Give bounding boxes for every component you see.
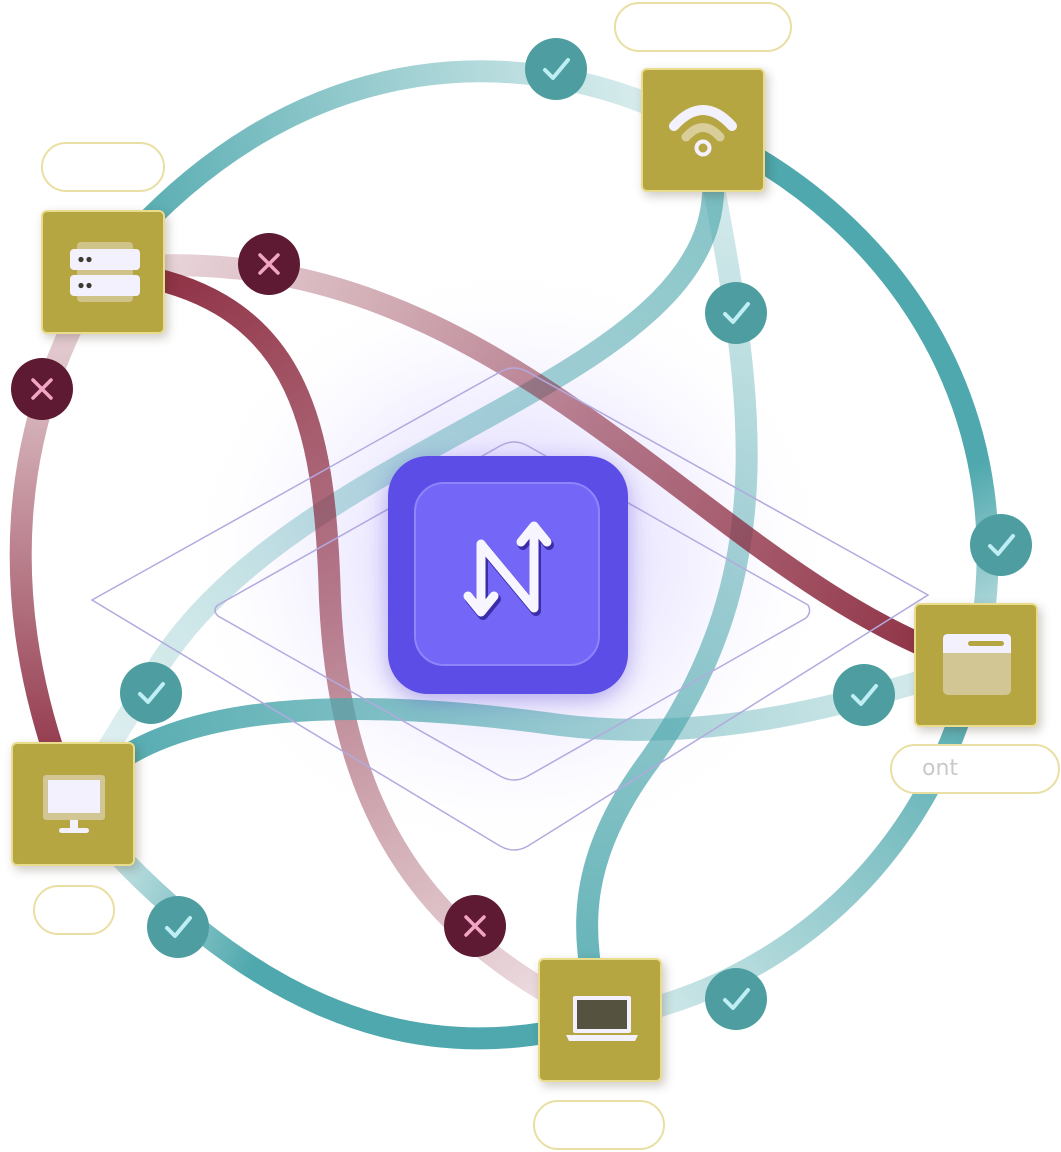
cross-icon — [258, 253, 280, 275]
check-icon — [851, 684, 878, 706]
server-label — [41, 142, 165, 192]
check-icon — [543, 58, 570, 80]
check-icon — [988, 534, 1015, 556]
cross-icon — [31, 378, 53, 400]
hub-node[interactable] — [388, 456, 628, 694]
link-wifi-desktop — [62, 119, 725, 816]
link-desktop-server — [9, 259, 114, 816]
desktop-monitor-icon — [43, 775, 105, 833]
check-icon — [723, 302, 750, 324]
wifi-label — [614, 2, 792, 52]
wifi-icon — [669, 105, 737, 157]
desktop-label — [33, 885, 115, 935]
outline-diamond-inner — [214, 441, 811, 781]
link-browser-laptop — [589, 654, 986, 1031]
server-node[interactable] — [41, 210, 165, 334]
laptop-label — [533, 1100, 665, 1150]
link-status-ok — [525, 38, 587, 100]
link-status-ok — [833, 664, 895, 726]
link-status-ok — [120, 662, 182, 724]
check-icon — [138, 682, 165, 704]
link-status-ok — [705, 282, 767, 344]
browser-window-icon — [943, 634, 1011, 695]
link-status-fail — [11, 358, 73, 420]
outline-diamond-outer — [90, 367, 930, 851]
link-server-wifi — [92, 60, 714, 281]
browser-node[interactable] — [914, 603, 1038, 727]
desktop-node[interactable] — [11, 742, 135, 866]
link-status-ok — [705, 968, 767, 1030]
cross-icon — [464, 915, 486, 937]
link-status-ok — [970, 514, 1032, 576]
browser-label: ont — [890, 744, 1060, 794]
check-icon — [723, 988, 750, 1010]
up-down-arrows-icon — [463, 521, 554, 620]
wifi-node[interactable] — [641, 68, 765, 192]
link-laptop-desktop — [62, 794, 611, 1050]
server-icon — [70, 242, 140, 302]
laptop-icon — [566, 996, 638, 1041]
check-icon — [165, 916, 192, 938]
link-status-fail — [238, 233, 300, 295]
link-status-ok — [147, 896, 209, 958]
link-status-fail — [444, 895, 506, 957]
laptop-node[interactable] — [538, 958, 662, 1082]
